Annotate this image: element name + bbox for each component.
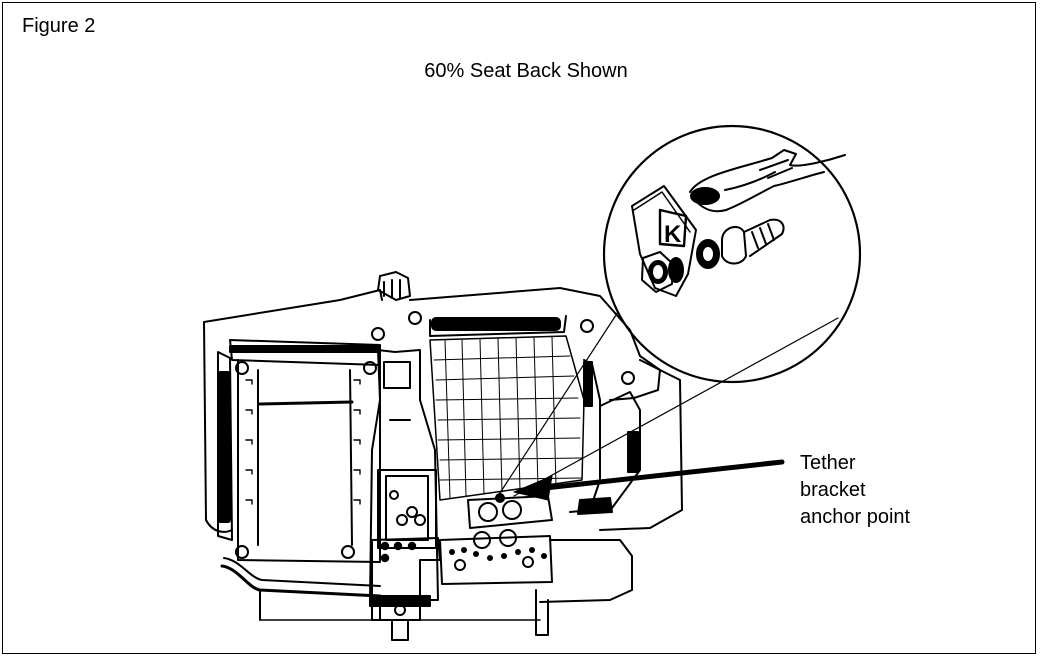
hex-nut	[641, 251, 674, 293]
callout-line-3: anchor point	[800, 506, 911, 528]
tether-anchor-callout: Tether bracket anchor point	[800, 450, 910, 531]
seat-back	[203, 271, 683, 641]
leader-line-1	[497, 311, 619, 497]
callout-line-2: bracket	[800, 479, 866, 501]
leader-line-2	[513, 317, 839, 497]
detail-inset: K	[497, 124, 862, 497]
callout-line-1: Tether	[800, 452, 856, 474]
figure-subtitle: 60% Seat Back Shown	[424, 60, 628, 82]
callout-arrow	[513, 459, 785, 501]
tether-hook	[689, 149, 846, 213]
bolt	[721, 218, 785, 265]
detail-circle	[602, 124, 862, 384]
washer	[696, 239, 720, 269]
figure-label: Figure 2	[22, 15, 96, 37]
badge-letter: K	[664, 221, 682, 248]
